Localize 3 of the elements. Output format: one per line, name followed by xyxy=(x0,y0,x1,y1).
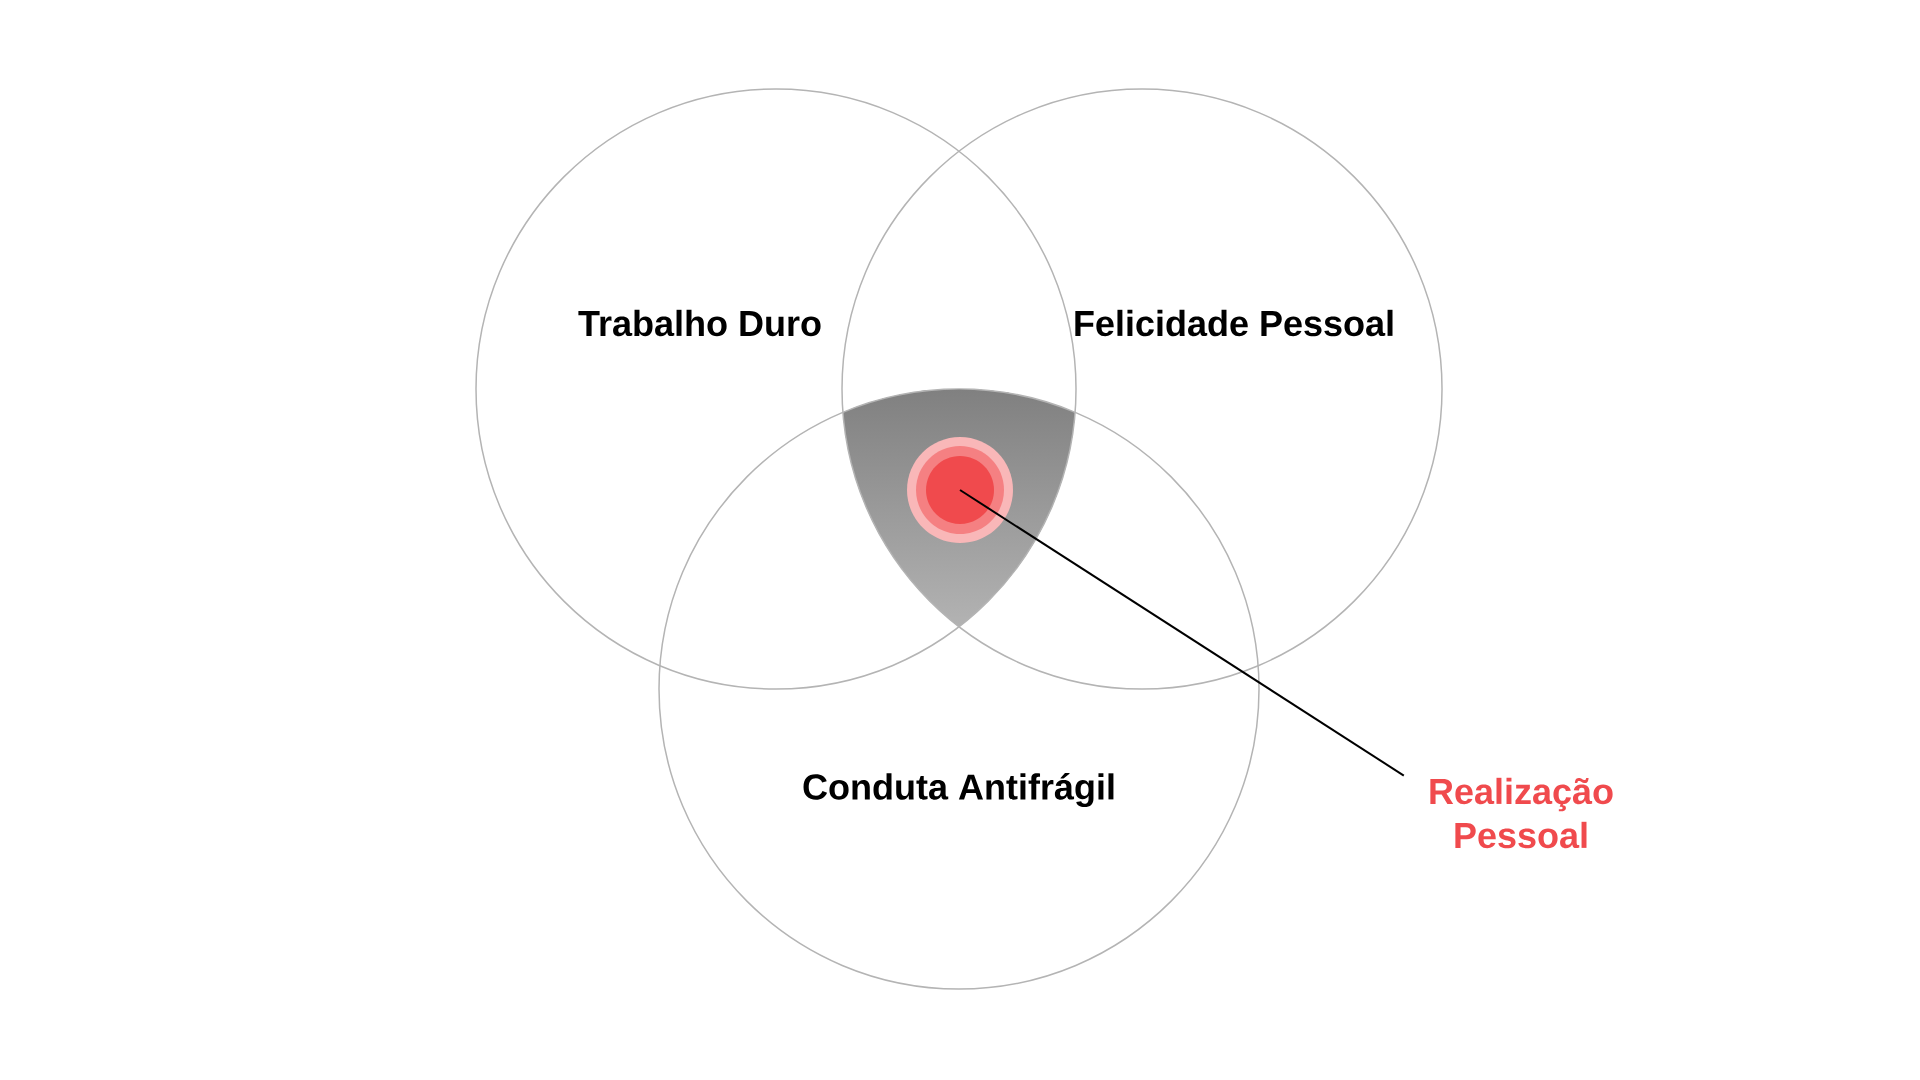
target-dot xyxy=(907,437,1013,543)
leader-line xyxy=(959,489,1405,777)
highlight-label: Realização Pessoal xyxy=(1430,777,1613,849)
